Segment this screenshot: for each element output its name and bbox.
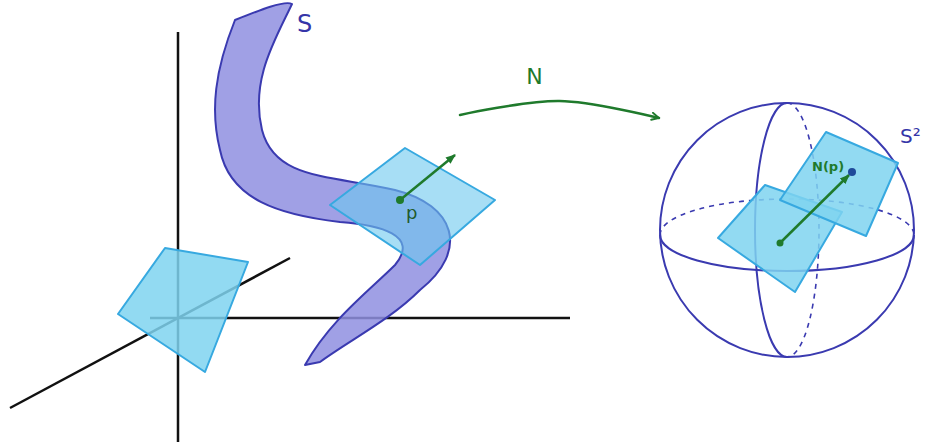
point-dot — [396, 196, 404, 204]
surface-shape — [205, 0, 460, 375]
point-label: p — [406, 204, 417, 222]
image-dot — [848, 168, 856, 176]
sphere-region: S² — [659, 102, 915, 358]
equator-front — [660, 235, 914, 271]
center-dot — [777, 240, 784, 247]
z-axis — [177, 32, 180, 442]
surface-region: S — [205, 0, 460, 375]
image-plane — [780, 132, 898, 236]
origin-plane — [118, 248, 248, 372]
center-plane — [718, 185, 842, 292]
meridian-back — [787, 103, 819, 357]
unit-vector — [780, 175, 849, 243]
tangent-plane — [330, 148, 495, 265]
map-name: N — [523, 65, 545, 89]
map-arrow — [460, 101, 659, 118]
region-name: S — [297, 12, 312, 36]
region-name: S² — [900, 126, 921, 146]
image-label: N(p) — [812, 160, 844, 173]
surface-outline — [215, 3, 450, 365]
sphere-shape — [659, 102, 915, 358]
meridian-front — [755, 103, 787, 357]
normal-vector — [400, 155, 455, 200]
equator-back — [660, 199, 914, 235]
sphere-outline — [660, 103, 914, 357]
surface-group — [215, 3, 450, 365]
